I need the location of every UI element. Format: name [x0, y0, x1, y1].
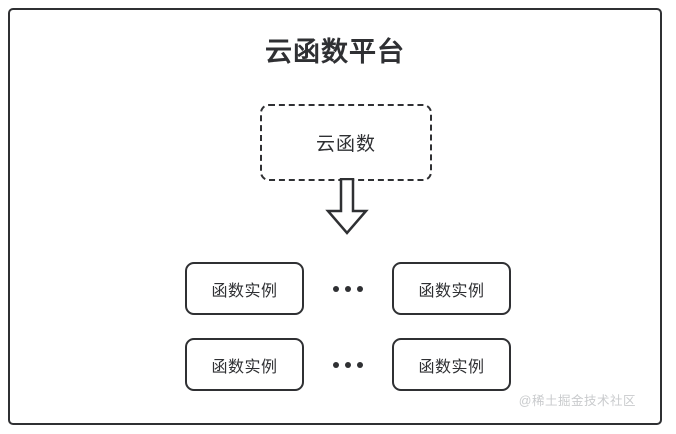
block-arrow-down-icon — [325, 178, 369, 235]
function-instance-row-2: 函数实例 函数实例 — [185, 338, 511, 391]
function-instance-label: 函数实例 — [418, 358, 485, 376]
ellipsis-icon — [323, 285, 373, 292]
function-instance-box[interactable]: 函数实例 — [392, 338, 511, 391]
ellipsis-dot — [333, 285, 339, 292]
function-instance-label: 函数实例 — [418, 282, 485, 300]
function-instance-row-1: 函数实例 函数实例 — [185, 262, 511, 315]
cloud-function-platform-container: 云函数平台 云函数 函数实例 函数实例 函数实例 — [8, 8, 662, 425]
function-instance-label: 函数实例 — [211, 282, 278, 300]
ellipsis-icon — [323, 361, 373, 368]
function-instance-label: 函数实例 — [211, 358, 278, 376]
cloud-function-node[interactable]: 云函数 — [260, 104, 432, 181]
function-instance-box[interactable]: 函数实例 — [392, 262, 511, 315]
cloud-function-node-label: 云函数 — [315, 134, 376, 155]
ellipsis-dot — [357, 285, 363, 292]
page-title: 云函数平台 — [265, 37, 405, 67]
ellipsis-dot — [345, 285, 351, 292]
function-instance-box[interactable]: 函数实例 — [185, 262, 304, 315]
ellipsis-dot — [345, 361, 351, 368]
watermark: @稀土掘金技术社区 — [518, 394, 636, 408]
ellipsis-dot — [357, 361, 363, 368]
ellipsis-dot — [333, 361, 339, 368]
function-instance-box[interactable]: 函数实例 — [185, 338, 304, 391]
